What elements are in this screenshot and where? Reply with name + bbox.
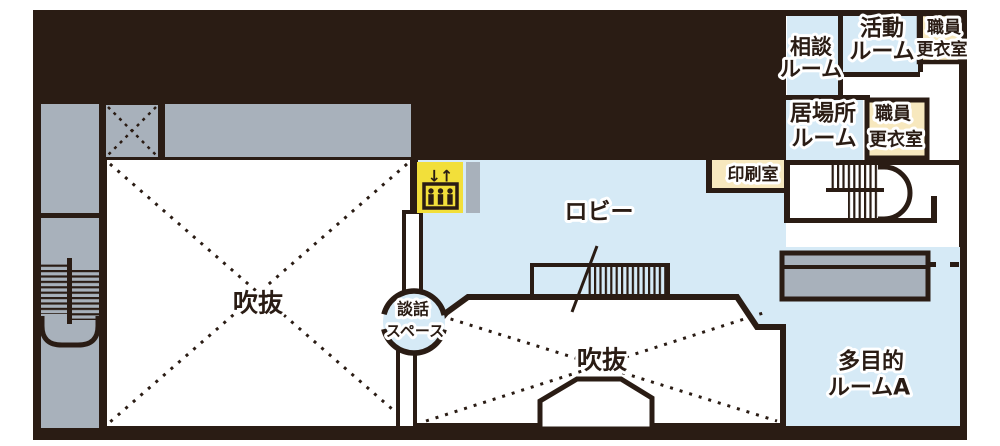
label-shokuin-kouishitsu-top: 職員 — [927, 17, 961, 38]
label-tamokuteki-room-a: ルームA — [828, 376, 910, 401]
label-soudan-room: ルーム — [780, 57, 842, 81]
stair-break-line — [570, 245, 599, 313]
room-soudan — [787, 16, 838, 96]
counter-unit — [779, 250, 959, 302]
label-shokuin-kouishitsu-top: 更衣室 — [917, 39, 968, 60]
interior-walls — [396, 160, 423, 430]
room-insatsu — [712, 160, 786, 188]
elevator-arrows-icon: ↓↑ — [428, 167, 453, 186]
upper-stair-treads — [831, 165, 878, 190]
roof-shapes — [104, 102, 413, 159]
stair-landing-curve — [39, 316, 101, 348]
bay-alcove — [537, 376, 655, 432]
room-katsudou — [843, 16, 918, 72]
left-stairwell — [39, 102, 101, 430]
label-ibasho-room: ルーム — [791, 127, 856, 152]
label-katsudou-room: ルーム — [849, 40, 914, 65]
elevator-icon: ↓↑ — [417, 162, 480, 213]
elevator-passengers-icon — [428, 188, 453, 205]
label-insatsu-room: 印刷室 — [728, 164, 779, 185]
lobby-staircase — [530, 245, 670, 313]
label-atrium-left: 吹抜 — [233, 289, 284, 318]
left-stair-treads — [40, 262, 68, 314]
label-shokuin-kouishitsu-mid: 職員 — [875, 103, 911, 125]
room-partition-walls — [706, 14, 923, 193]
label-lobby: ロビー — [565, 199, 634, 225]
upper-right-staircase — [784, 160, 960, 223]
stair-u-turn-curve — [878, 164, 913, 222]
room-ibasho — [786, 100, 863, 160]
label-katsudou-room: 活動 — [860, 17, 904, 42]
room-labels: 相談 ルーム 活動 ルーム 職員 更衣室 居場所 ルーム 職員 更衣室 印刷室 … — [230, 14, 971, 404]
label-danwa-space: 談話 — [397, 300, 429, 319]
label-danwa-space: スペース — [386, 322, 444, 340]
danwa-space-circle — [380, 288, 448, 356]
left-stair-treads — [72, 268, 100, 320]
upper-stair-treads — [848, 192, 878, 218]
label-tamokuteki-room-a: 多目的 — [838, 349, 904, 375]
lobby-stair-treads — [588, 266, 668, 297]
label-soudan-room: 相談 — [790, 35, 833, 59]
label-atrium-center: 吹抜 — [577, 346, 628, 375]
room-shokuin-kouishitsu-mid — [864, 97, 930, 161]
label-ibasho-room: 居場所 — [790, 102, 856, 127]
canopy-bar — [163, 102, 413, 159]
elevator-door — [466, 162, 480, 213]
label-shokuin-kouishitsu-mid: 更衣室 — [869, 129, 923, 151]
